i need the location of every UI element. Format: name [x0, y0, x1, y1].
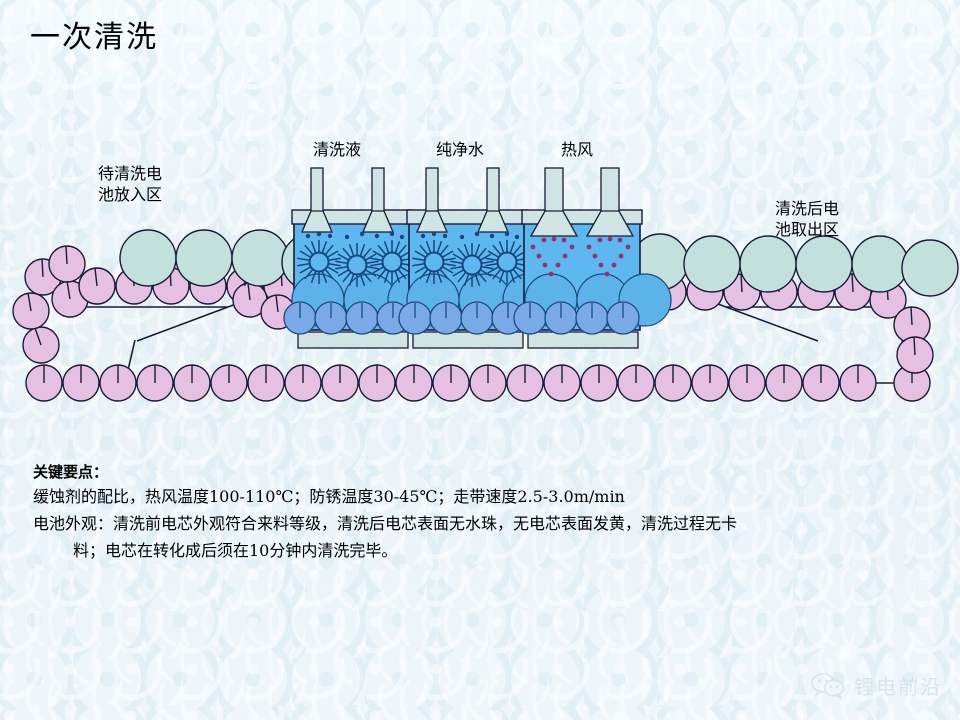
label-entry-zone: 待清洗电 池放入区: [98, 164, 163, 204]
key-points-line-1: 缓蚀剂的配比，热风温度100-110℃；防锈温度30-45℃；走带速度2.5-3…: [33, 487, 625, 506]
station-hot-air: [513, 167, 672, 349]
roller-row-bottom: [25, 364, 931, 402]
label-station-cleaning-solution: 清洗液: [313, 140, 362, 159]
wechat-icon: [811, 672, 845, 699]
key-points-line-2: 电池外观：清洗前电芯外观符合来料等级，清洗后电芯表面无水珠，无电芯表面发黄，清洗…: [33, 510, 938, 564]
hot-air-dots: [530, 236, 631, 277]
key-points-block: 关键要点： 缓蚀剂的配比，热风温度100-110℃；防锈温度30-45℃；走带速…: [33, 461, 938, 564]
watermark-text: 锂电前沿: [854, 675, 942, 699]
page-title: 一次清洗: [30, 20, 158, 55]
key-points-heading: 关键要点：: [33, 463, 109, 481]
label-station-pure-water: 纯净水: [436, 140, 485, 159]
key-points-line-2a: 电池外观：清洗前电芯外观符合来料等级，清洗后电芯表面无水珠，无电芯表面发黄，清洗…: [33, 514, 738, 533]
label-station-hot-air: 热风: [561, 140, 594, 159]
watermark: 锂电前沿: [811, 671, 942, 700]
label-exit-zone: 清洗后电 池取出区: [775, 199, 840, 239]
key-points-line-2b: 料；电芯在转化成后须在10分钟内清洗完毕。: [73, 541, 398, 560]
washing-line-diagram: [12, 167, 959, 402]
battery-row-outlet: [631, 233, 959, 297]
